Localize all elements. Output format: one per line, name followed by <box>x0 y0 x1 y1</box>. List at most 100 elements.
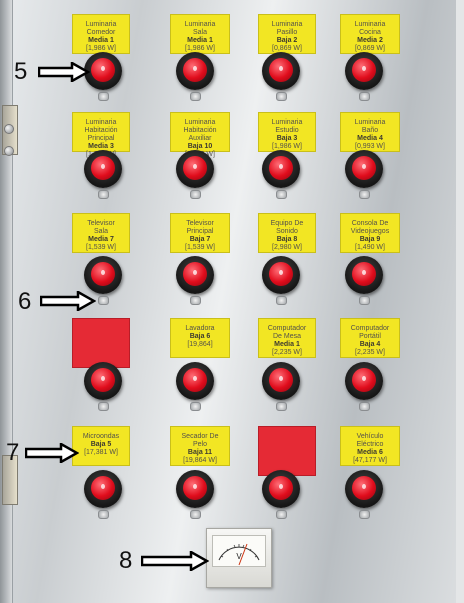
power-switch-button[interactable] <box>262 470 300 508</box>
circuit-name-line: Secador De <box>181 433 219 440</box>
circuit-power: [2,235 W] <box>355 349 385 356</box>
circuit-level: Baja 3 <box>276 135 298 142</box>
circuit-level: Baja 2 <box>276 37 298 44</box>
switch-glare-icon <box>101 270 105 275</box>
voltmeter-dial-icon: V <box>212 535 266 567</box>
power-switch-button[interactable] <box>345 256 383 294</box>
circuit-name-line: Pasillo <box>276 29 298 36</box>
circuit-name-line: Cocina <box>359 29 381 36</box>
circuit-power: [1,539 W] <box>185 244 215 251</box>
switch-cap-icon <box>269 156 293 180</box>
circuit-name-line: Vehículo <box>356 433 384 440</box>
power-switch-button[interactable] <box>84 362 122 400</box>
switch-glare-icon <box>193 484 197 489</box>
circuit-power: [1,490 W] <box>355 244 385 251</box>
nut-icon <box>98 296 109 305</box>
circuit-name-line: Portátil <box>359 333 381 340</box>
nut-icon <box>190 190 201 199</box>
power-switch-button[interactable] <box>176 362 214 400</box>
nut-icon <box>276 510 287 519</box>
circuit-name-line: Luminaria <box>354 21 386 28</box>
switch-glare-icon <box>101 484 105 489</box>
voltmeter-unit: V <box>236 552 242 561</box>
arrow-right-icon <box>38 62 90 82</box>
switch-glare-icon <box>101 376 105 381</box>
power-switch-button[interactable] <box>345 150 383 188</box>
circuit-level: Baja 7 <box>189 236 211 243</box>
circuit-name-line: Luminaria <box>354 119 386 126</box>
circuit-level: Baja 10 <box>187 143 213 150</box>
callout-number-7: 7 <box>6 439 20 466</box>
switch-cap-icon <box>183 262 207 286</box>
power-switch-button[interactable] <box>345 362 383 400</box>
circuit-name-line: Sala <box>93 228 108 235</box>
switch-glare-icon <box>193 270 197 275</box>
nut-icon <box>359 190 370 199</box>
power-switch-button[interactable] <box>345 52 383 90</box>
switch-cap-icon <box>183 156 207 180</box>
nut-icon <box>276 296 287 305</box>
power-switch-button[interactable] <box>84 256 122 294</box>
power-switch-button[interactable] <box>84 52 122 90</box>
switch-glare-icon <box>362 484 366 489</box>
power-switch-button[interactable] <box>262 256 300 294</box>
nut-icon <box>359 92 370 101</box>
power-switch-button[interactable] <box>262 150 300 188</box>
circuit-power: [0,869 W] <box>355 45 385 52</box>
circuit-level: Media 2 <box>357 37 383 44</box>
switch-glare-icon <box>279 270 283 275</box>
circuit-name-line: Auxiliar <box>188 135 212 142</box>
voltmeter: V <box>206 528 272 588</box>
nut-icon <box>98 92 109 101</box>
power-switch-button[interactable] <box>84 470 122 508</box>
circuit-name-line: Luminaria <box>184 119 216 126</box>
circuit-level: Media 1 <box>274 341 300 348</box>
switch-glare-icon <box>279 66 283 71</box>
circuit-power: [19,864 W] <box>183 457 217 464</box>
circuit-name-line: Luminaria <box>85 119 117 126</box>
nut-icon <box>190 402 201 411</box>
circuit-power: [1,986 W] <box>86 45 116 52</box>
power-switch-button[interactable] <box>176 150 214 188</box>
circuit-name-line: Habitación <box>183 127 217 134</box>
circuit-power: [19,864] <box>187 341 213 348</box>
circuit-level: Media 1 <box>88 37 114 44</box>
circuit-power: [2,235 W] <box>272 349 302 356</box>
callout-number-6: 6 <box>18 288 32 315</box>
power-switch-button[interactable] <box>84 150 122 188</box>
arrow-right-icon <box>40 291 96 311</box>
power-switch-button[interactable] <box>345 470 383 508</box>
circuit-name-line: Microondas <box>82 433 120 440</box>
power-switch-button[interactable] <box>262 362 300 400</box>
screw-icon <box>4 124 14 134</box>
circuit-level: Media 1 <box>187 37 213 44</box>
switch-glare-icon <box>193 376 197 381</box>
nut-icon <box>98 190 109 199</box>
nut-icon <box>98 510 109 519</box>
circuit-level: Baja 6 <box>189 333 211 340</box>
hinge-icon <box>2 455 18 505</box>
switch-glare-icon <box>101 66 105 71</box>
power-switch-button[interactable] <box>176 52 214 90</box>
circuit-name-line: Televisor <box>186 220 214 227</box>
power-switch-button[interactable] <box>176 470 214 508</box>
power-switch-button[interactable] <box>176 256 214 294</box>
circuit-power: [2,980 W] <box>272 244 302 251</box>
circuit-power: [47,177 W] <box>353 457 387 464</box>
circuit-name-line: Principal <box>186 228 214 235</box>
switch-cap-icon <box>269 368 293 392</box>
circuit-name-line: Pelo <box>192 441 207 448</box>
power-switch-button[interactable] <box>262 52 300 90</box>
circuit-name-line: Computador <box>350 325 390 332</box>
